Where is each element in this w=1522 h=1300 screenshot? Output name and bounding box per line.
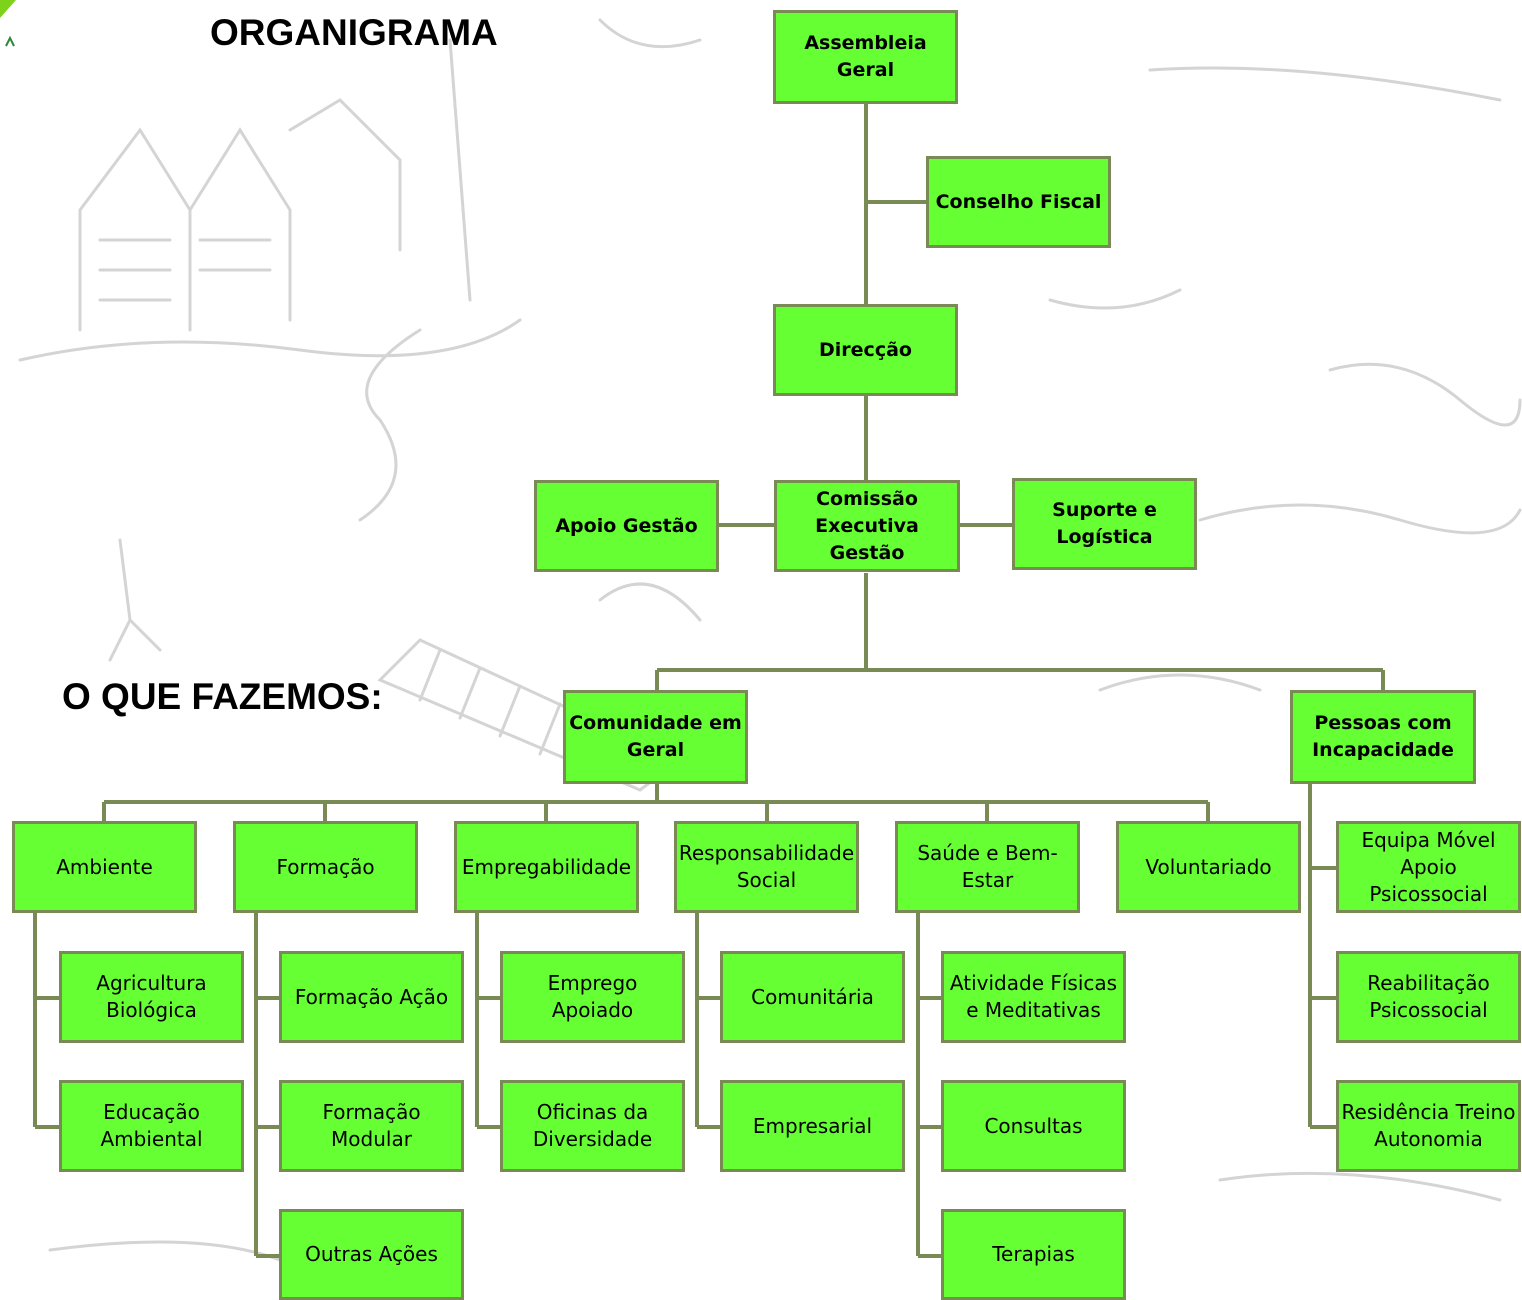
node-comissao-executiva: Comissão Executiva Gestão — [774, 480, 960, 572]
section-heading: O QUE FAZEMOS: — [62, 676, 383, 717]
node-equipa-movel: Equipa Móvel Apoio Psicossocial — [1336, 821, 1521, 913]
node-agricultura-biologica: Agricultura Biológica — [59, 951, 244, 1043]
node-empregabilidade: Empregabilidade — [454, 821, 639, 913]
node-suporte-logistica: Suporte e Logística — [1012, 478, 1197, 570]
node-reabilitacao-psicossocial: Reabilitação Psicossocial — [1336, 951, 1521, 1043]
node-conselho-fiscal: Conselho Fiscal — [926, 156, 1111, 248]
logo-mark — [0, 0, 16, 47]
node-educacao-ambiental: Educação Ambiental — [59, 1080, 244, 1172]
node-direccao: Direcção — [773, 304, 958, 396]
node-consultas: Consultas — [941, 1080, 1126, 1172]
node-pessoas-com-incapacidade: Pessoas com Incapacidade — [1290, 690, 1476, 784]
node-oficinas-diversidade: Oficinas da Diversidade — [500, 1080, 685, 1172]
node-formacao-acao: Formação Ação — [279, 951, 464, 1043]
node-formacao: Formação — [233, 821, 418, 913]
node-terapias: Terapias — [941, 1209, 1126, 1300]
node-apoio-gestao: Apoio Gestão — [534, 480, 719, 572]
node-formacao-modular: Formação Modular — [279, 1080, 464, 1172]
node-emprego-apoiado: Emprego Apoiado — [500, 951, 685, 1043]
node-voluntariado: Voluntariado — [1116, 821, 1301, 913]
node-empresarial: Empresarial — [720, 1080, 905, 1172]
node-ambiente: Ambiente — [12, 821, 197, 913]
node-assembleia-geral: Assembleia Geral — [773, 10, 958, 104]
node-responsabilidade-social: Responsabilidade Social — [674, 821, 859, 913]
node-comunitaria: Comunitária — [720, 951, 905, 1043]
node-saude-bem-estar: Saúde e Bem-Estar — [895, 821, 1080, 913]
node-atividade-fisicas: Atividade Físicas e Meditativas — [941, 951, 1126, 1043]
page-title: ORGANIGRAMA — [210, 12, 498, 53]
node-comunidade-em-geral: Comunidade em Geral — [563, 690, 748, 784]
node-outras-acoes: Outras Ações — [279, 1209, 464, 1300]
node-residencia-treino: Residência Treino Autonomia — [1336, 1080, 1521, 1172]
